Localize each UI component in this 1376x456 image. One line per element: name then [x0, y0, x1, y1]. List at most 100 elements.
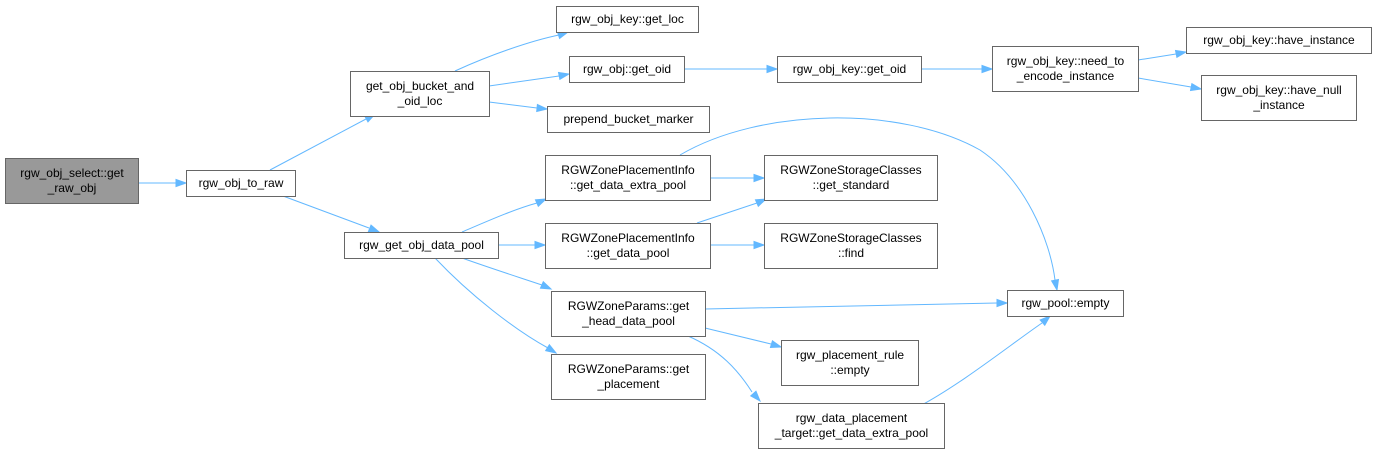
node-zsc-find[interactable]: RGWZoneStorageClasses::find — [764, 223, 938, 269]
edge-bucket_oid-to-key_get_loc — [454, 31, 570, 72]
edge-zp_head-to-pool_empty — [704, 298, 1009, 310]
node-label: prepend_bucket_marker — [563, 112, 693, 126]
node-box — [569, 56, 685, 83]
arrowhead-icon — [534, 198, 548, 208]
node-label: _head_data_pool — [581, 314, 675, 328]
node-label: get_obj_bucket_and — [366, 79, 474, 93]
node-have-null[interactable]: rgw_obj_key::have_null_instance — [1201, 75, 1357, 121]
node-box — [992, 46, 1139, 92]
edge-key_get_oid-to-need_encode — [921, 64, 994, 74]
node-label: RGWZoneParams::get — [568, 362, 690, 376]
node-pr-empty[interactable]: rgw_placement_rule::empty — [781, 340, 919, 386]
node-label: rgw_data_placement — [796, 411, 908, 425]
node-box — [551, 354, 706, 400]
node-key-get-oid[interactable]: rgw_obj_key::get_oid — [777, 56, 922, 83]
node-label: rgw_obj_key::have_instance — [1203, 33, 1355, 47]
node-box — [777, 56, 922, 83]
edge-line — [1137, 53, 1177, 61]
node-zp-head[interactable]: RGWZoneParams::get_head_data_pool — [551, 291, 706, 337]
edge-zpi_extra-to-pool_empty — [679, 117, 1060, 292]
node-root[interactable]: rgw_obj_select::get_raw_obj — [5, 158, 139, 204]
node-zsc-std[interactable]: RGWZoneStorageClasses::get_standard — [764, 155, 938, 201]
edge-bucket_oid-to-obj_get_oid — [488, 71, 571, 87]
edge-line — [917, 322, 1043, 408]
arrowhead-icon — [539, 280, 553, 290]
node-box — [556, 6, 699, 33]
node-box — [1007, 290, 1124, 317]
node-box — [547, 106, 710, 133]
node-label: ::get_standard — [813, 178, 890, 192]
node-box — [1186, 27, 1372, 54]
node-dpt-extra[interactable]: rgw_data_placement_target::get_data_extr… — [758, 403, 945, 449]
node-label: ::empty — [830, 363, 869, 377]
edge-need_encode-to-have_inst — [1137, 49, 1188, 61]
node-box — [350, 71, 490, 117]
node-label: rgw_obj::get_oid — [583, 62, 671, 76]
node-label: rgw_pool::empty — [1021, 296, 1109, 310]
arrowhead-icon — [981, 64, 994, 74]
arrowhead-icon — [1174, 49, 1188, 59]
arrowhead-icon — [996, 298, 1009, 308]
node-zpi-data[interactable]: RGWZonePlacementInfo::get_data_pool — [545, 223, 711, 269]
node-label: RGWZoneParams::get — [568, 299, 690, 313]
edge-zpi_data-to-zsc_find — [710, 240, 766, 250]
arrowhead-icon — [754, 198, 768, 208]
nodes-layer: rgw_obj_select::get_raw_obj rgw_obj_to_ra… — [5, 6, 1372, 449]
node-label: ::get_data_pool — [587, 246, 670, 260]
node-label: rgw_placement_rule — [796, 348, 904, 362]
node-label: ::find — [838, 246, 864, 260]
node-box — [5, 158, 139, 204]
edge-dpt_extra-to-pool_empty — [917, 315, 1052, 408]
node-pool-empty[interactable]: rgw_pool::empty — [1007, 290, 1124, 317]
node-zpi-extra[interactable]: RGWZonePlacementInfo::get_data_extra_poo… — [545, 155, 711, 201]
node-box — [545, 223, 711, 269]
edge-obj_get_oid-to-key_get_oid — [684, 64, 779, 74]
arrowhead-icon — [367, 224, 381, 233]
node-label: RGWZoneStorageClasses — [780, 231, 921, 245]
node-obj-get-oid[interactable]: rgw_obj::get_oid — [569, 56, 685, 83]
node-to-raw[interactable]: rgw_obj_to_raw — [186, 170, 296, 197]
edge-get_data_pool-to-zpi_data — [498, 240, 547, 250]
node-have-inst[interactable]: rgw_obj_key::have_instance — [1186, 27, 1372, 54]
node-label: rgw_obj_to_raw — [199, 176, 284, 190]
node-box — [781, 340, 919, 386]
arrowhead-icon — [534, 240, 547, 250]
arrowhead-icon — [557, 71, 571, 81]
edge-to_raw-to-get_data_pool — [282, 195, 381, 233]
node-label: ::get_data_extra_pool — [570, 178, 686, 192]
edge-get_data_pool-to-zpi_extra — [461, 198, 548, 233]
node-need-encode[interactable]: rgw_obj_key::need_to_encode_instance — [992, 46, 1139, 92]
edge-get_data_pool-to-zp_head — [461, 257, 553, 290]
node-get-data-pool[interactable]: rgw_get_obj_data_pool — [344, 232, 499, 259]
node-label: rgw_obj_select::get — [20, 166, 124, 180]
edge-line — [704, 302, 998, 310]
node-key-get-loc[interactable]: rgw_obj_key::get_loc — [556, 6, 699, 33]
node-label: _oid_loc — [397, 94, 443, 108]
arrowhead-icon — [753, 173, 766, 183]
node-zp-placement[interactable]: RGWZoneParams::get_placement — [551, 354, 706, 400]
arrowhead-icon — [1039, 315, 1052, 327]
node-label: RGWZonePlacementInfo — [561, 231, 695, 245]
node-label: _target::get_data_extra_pool — [774, 426, 928, 440]
node-bucket-oid[interactable]: get_obj_bucket_and_oid_loc — [350, 71, 490, 117]
node-box — [764, 223, 938, 269]
arrowhead-icon — [749, 390, 762, 403]
edge-zpi_extra-to-zsc_std — [710, 173, 766, 183]
edge-line — [434, 257, 549, 349]
edge-need_encode-to-have_null — [1137, 77, 1203, 92]
node-label: rgw_obj_key::get_oid — [793, 62, 906, 76]
node-prepend[interactable]: prepend_bucket_marker — [547, 106, 710, 133]
arrowhead-icon — [175, 178, 188, 188]
arrowhead-icon — [544, 343, 558, 354]
node-label: RGWZoneStorageClasses — [780, 163, 921, 177]
node-label: RGWZonePlacementInfo — [561, 163, 695, 177]
node-label: _raw_obj — [47, 181, 97, 195]
edge-zpi_data-to-zsc_std — [696, 198, 768, 224]
node-box — [1201, 75, 1357, 121]
node-box — [764, 155, 938, 201]
edge-line — [454, 34, 560, 72]
node-label: rgw_obj_key::need_to — [1007, 54, 1125, 68]
edge-root-to-to_raw — [138, 178, 188, 188]
